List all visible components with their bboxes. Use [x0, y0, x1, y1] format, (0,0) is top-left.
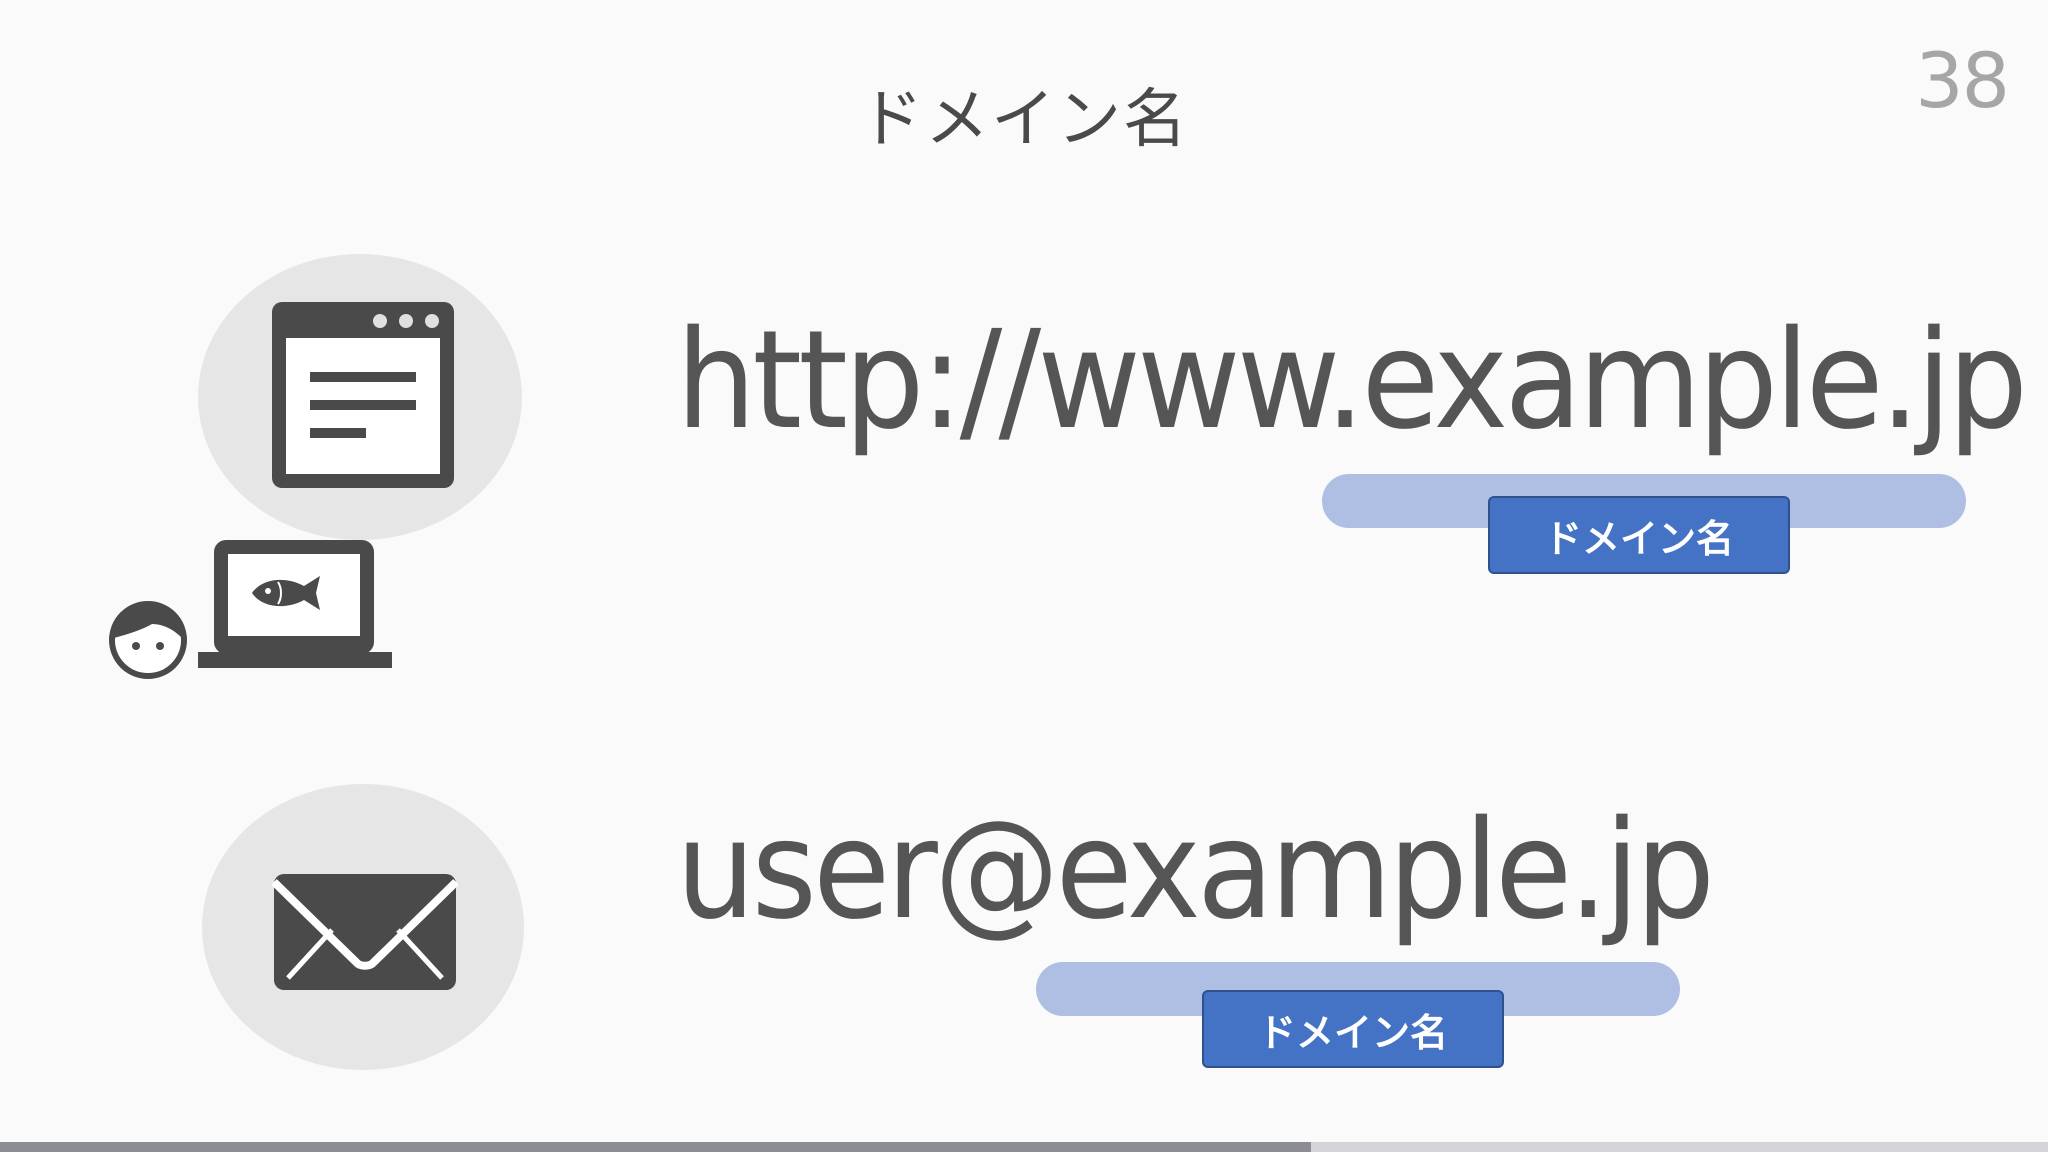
fish-icon [252, 576, 320, 610]
page-number: 38 [1915, 36, 2010, 125]
laptop-icon [198, 540, 392, 668]
url-text: http://www.example.jp [676, 302, 2028, 460]
url-domain-label: ドメイン名 [1488, 496, 1790, 574]
email-address-text: user@example.jp [676, 792, 1715, 950]
slide-progress-fill [0, 1142, 1311, 1152]
envelope-icon [272, 874, 458, 990]
person-face-icon [109, 601, 187, 679]
slide-progress-bar [0, 1142, 2048, 1152]
slide-title: ドメイン名 [0, 68, 2048, 160]
email-domain-label: ドメイン名 [1202, 990, 1504, 1068]
slide-title-text: ドメイン名 [859, 83, 1189, 157]
browser-window-icon [272, 302, 454, 488]
